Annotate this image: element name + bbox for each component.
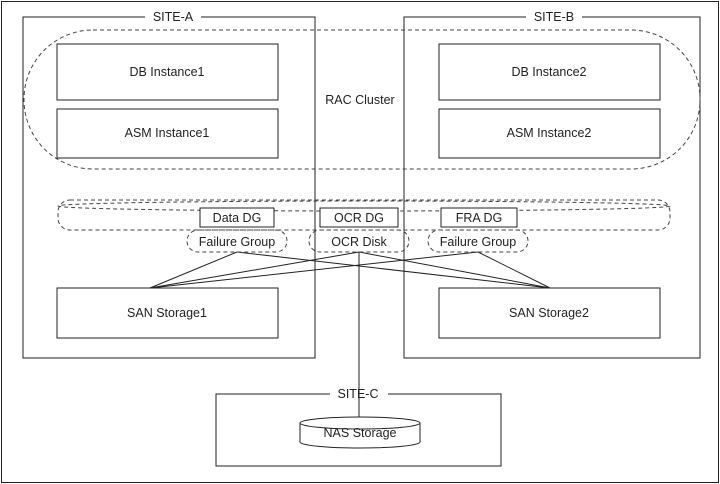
failure-group-left-pill xyxy=(186,229,288,253)
db-instance2-box xyxy=(438,43,661,101)
san-storage1-box xyxy=(56,287,279,339)
ocr-disk-pill xyxy=(308,229,410,253)
link-ocr-san2 xyxy=(358,251,551,289)
san-storage1-label: SAN Storage1 xyxy=(127,306,207,320)
failure-group-right-label: Failure Group xyxy=(440,235,516,249)
ocr-disk-label: OCR Disk xyxy=(331,235,387,249)
nas-storage-label: NAS Storage xyxy=(324,426,397,440)
failure-group-right-pill xyxy=(427,229,529,253)
san-storage2-box xyxy=(438,287,661,339)
asm-instance2-box xyxy=(438,108,661,159)
link-ocr-san1 xyxy=(149,251,360,289)
link-fg-right-san2 xyxy=(477,251,551,289)
fra-dg-label: FRA DG xyxy=(456,211,503,225)
site-b-label-bg xyxy=(526,9,582,25)
link-fg-right-san1 xyxy=(149,251,479,289)
link-fg-left-san1 xyxy=(149,251,238,289)
asm-instance2-label: ASM Instance2 xyxy=(507,126,592,140)
data-dg-box xyxy=(199,207,275,228)
site-c-label: SITE-C xyxy=(338,387,379,401)
site-a-label-bg xyxy=(145,9,201,25)
failure-group-left-label: Failure Group xyxy=(199,235,275,249)
asm-instance1-box xyxy=(56,108,279,159)
site-b-label: SITE-B xyxy=(534,10,574,24)
ocr-dg-box xyxy=(319,207,399,228)
rac-cluster-region xyxy=(23,29,701,170)
db-instance1-label: DB Instance1 xyxy=(129,65,204,79)
link-fg-left-san2 xyxy=(236,251,551,289)
db-instance2-label: DB Instance2 xyxy=(511,65,586,79)
diskgroup-band-top xyxy=(57,200,671,212)
fra-dg-box xyxy=(440,207,518,228)
db-instance1-box xyxy=(56,43,279,101)
data-dg-label: Data DG xyxy=(213,211,262,225)
site-a-label: SITE-A xyxy=(153,10,194,24)
rac-cluster-label: RAC Cluster xyxy=(325,93,394,107)
asm-instance1-label: ASM Instance1 xyxy=(125,126,210,140)
ocr-dg-label: OCR DG xyxy=(334,211,384,225)
san-storage2-label: SAN Storage2 xyxy=(509,306,589,320)
nas-storage-cylinder xyxy=(299,416,421,449)
